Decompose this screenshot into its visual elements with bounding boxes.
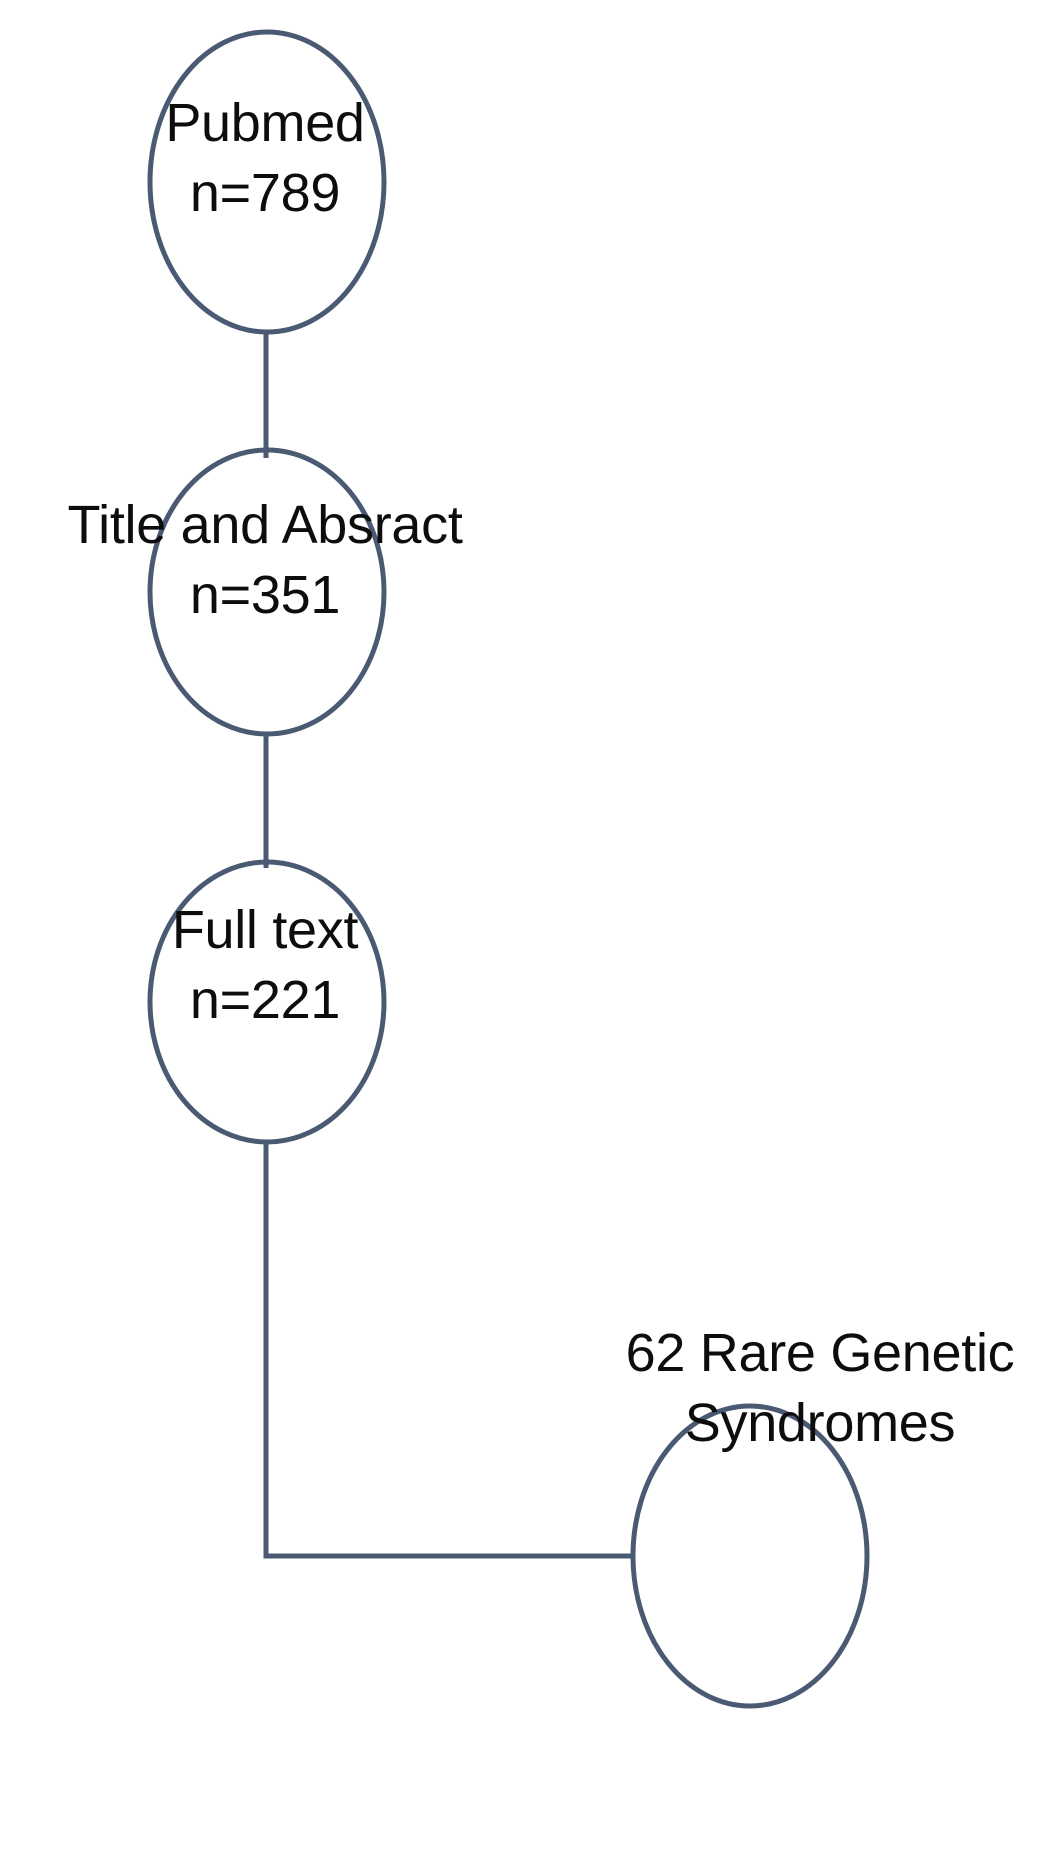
node-rare-genetic-syndromes-top-arc	[630, 1403, 870, 1559]
node-full-text-bottom-arc	[147, 999, 387, 1145]
node-title-abstract-top-arc	[147, 447, 387, 595]
node-pubmed-top-arc	[147, 29, 387, 185]
node-pubmed-shape[interactable]	[147, 29, 387, 335]
node-pubmed-bottom-arc	[147, 179, 387, 335]
node-rare-genetic-syndromes-bottom-arc	[630, 1553, 870, 1709]
connector-full-text-to-rare-genetic-syndromes	[263, 1142, 633, 1559]
node-full-text-top-arc	[147, 859, 387, 1005]
node-full-text-shape[interactable]	[147, 859, 387, 1145]
node-title-abstract-bottom-arc	[147, 589, 387, 737]
node-rare-genetic-syndromes-shape[interactable]	[630, 1403, 870, 1709]
node-title-abstract-shape[interactable]	[147, 447, 387, 737]
